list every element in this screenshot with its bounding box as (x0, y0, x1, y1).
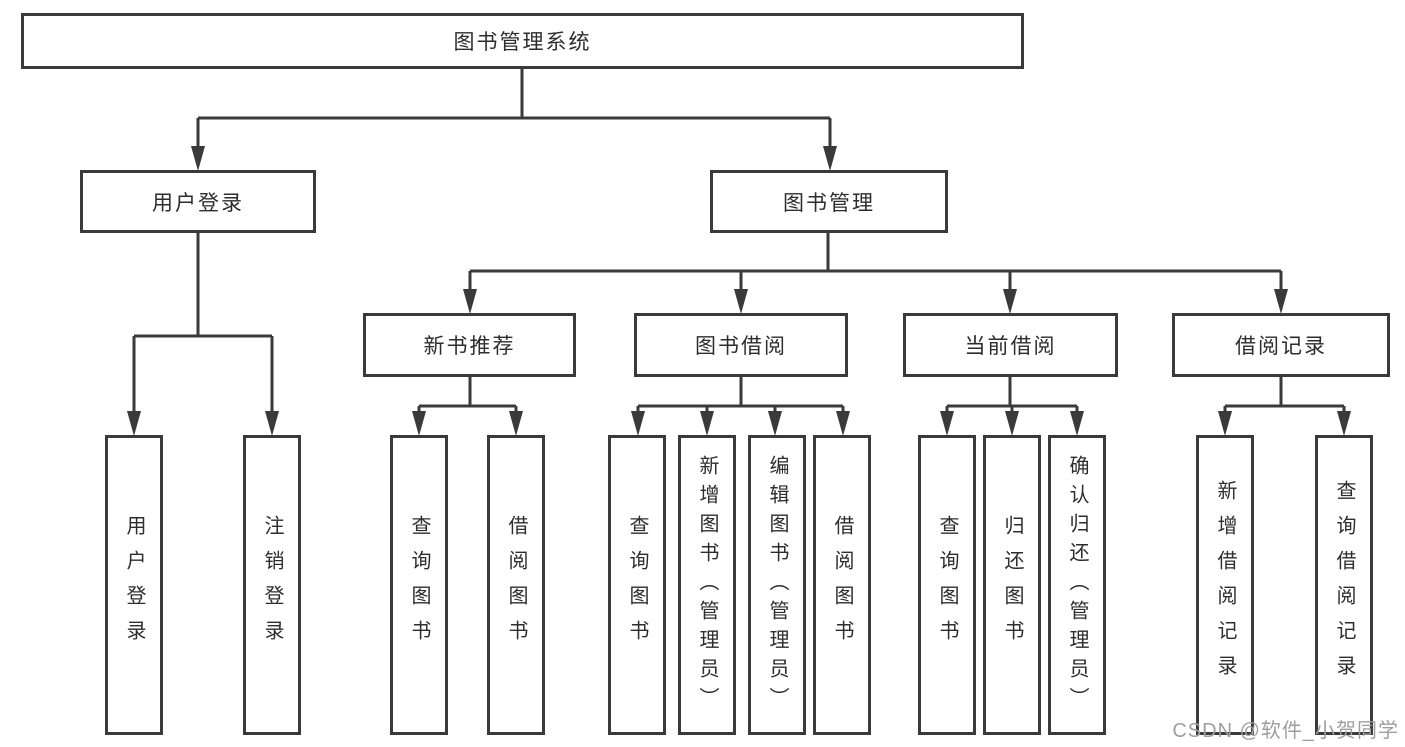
leaf-query-books-borrow: 查询图书 (608, 435, 666, 735)
node-new-book-recommend: 新书推荐 (363, 313, 576, 377)
leaf-query-books-current: 查询图书 (918, 435, 976, 735)
leaf-query-borrow-record: 查询借阅记录 (1315, 435, 1373, 735)
leaf-borrow-books-recommend: 借阅图书 (487, 435, 545, 735)
node-book-borrow: 图书借阅 (634, 313, 848, 377)
leaf-user-login: 用户登录 (105, 435, 163, 735)
leaf-edit-books-admin: 编辑图书（管理员） (748, 435, 806, 735)
leaf-confirm-return-admin: 确认归还（管理员） (1048, 435, 1106, 735)
leaf-query-books-recommend: 查询图书 (390, 435, 448, 735)
leaf-borrow-books-borrow: 借阅图书 (813, 435, 871, 735)
node-book-management: 图书管理 (710, 170, 948, 233)
node-current-borrow: 当前借阅 (903, 313, 1118, 377)
leaf-add-books-admin: 新增图书（管理员） (678, 435, 736, 735)
csdn-watermark: CSDN @软件_小贺同学 (1172, 720, 1399, 742)
node-user-login: 用户登录 (80, 170, 316, 233)
leaf-logout: 注销登录 (243, 435, 301, 735)
node-root-library-system: 图书管理系统 (21, 13, 1024, 69)
node-borrow-records: 借阅记录 (1172, 313, 1390, 377)
leaf-add-borrow-record: 新增借阅记录 (1196, 435, 1254, 735)
leaf-return-books: 归还图书 (983, 435, 1041, 735)
